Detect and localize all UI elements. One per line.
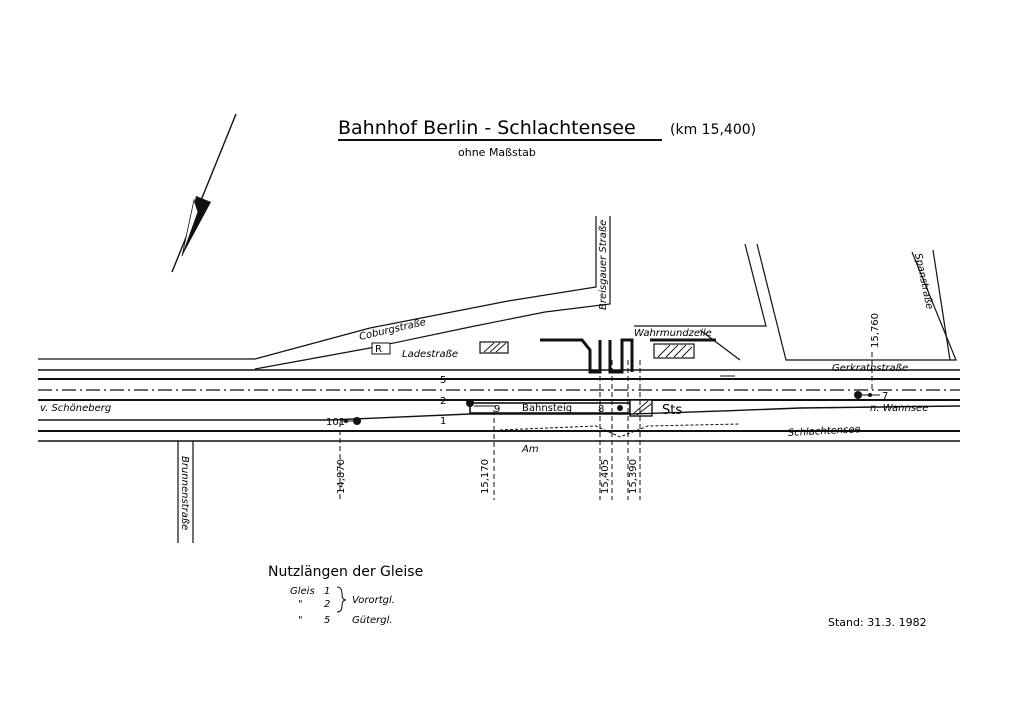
am-schlachtensee-street: Am Schlachtensee xyxy=(499,423,861,455)
gerkrathstrasse-label: Gerkrathstraße xyxy=(832,363,908,374)
breisgauer-strasse-label: Breisgauer Straße xyxy=(598,220,609,310)
km-marks: 14,870 15,170 15,405 15,390 15,760 xyxy=(336,313,881,500)
wahrmundzeile-label: Wahrmundzeile xyxy=(634,328,712,339)
legend-ditto-1: " xyxy=(298,599,303,610)
brunnenstrasse-label: Brunnenstraße xyxy=(179,456,190,530)
signal-7: 7 xyxy=(854,391,888,402)
signal-box-label: Sts xyxy=(662,403,682,418)
signal-8: 8 xyxy=(598,404,623,415)
track-1-number: 1 xyxy=(440,416,446,427)
track-1: 1 xyxy=(38,405,961,442)
direction-from-label: v. Schöneberg xyxy=(40,403,111,414)
platform-label: Bahnsteig xyxy=(522,403,572,414)
legend-vorortgl: Vorortgl. xyxy=(352,595,395,606)
north-arrow-icon xyxy=(171,113,237,273)
track-5-number: 5 xyxy=(440,375,446,386)
date-stamp: Stand: 31.3. 1982 xyxy=(828,616,927,629)
legend-heading: Nutzlängen der Gleise xyxy=(268,564,423,580)
km-mark-14870: 14,870 xyxy=(336,459,347,494)
track-2: 2 v. Schöneberg n. Wannsee xyxy=(38,396,960,414)
coburgstrasse-street: Coburgstraße Breisgauer Straße xyxy=(38,216,611,370)
am-label: Am xyxy=(521,444,539,455)
coburgstrasse-label: Coburgstraße xyxy=(358,317,427,343)
signal-9-label: 9 xyxy=(494,404,500,415)
page-title: Bahnhof Berlin - Schlachtensee xyxy=(338,117,636,139)
legend-track-2: 2 xyxy=(324,599,330,610)
signal-9: 9 xyxy=(466,399,500,415)
legend-ditto-2: " xyxy=(298,615,303,626)
ladestrasse-label: Ladestraße xyxy=(402,349,458,360)
km-position: (km 15,400) xyxy=(670,122,756,138)
km-mark-15390: 15,390 xyxy=(628,459,639,494)
track-length-legend: Nutzlängen der Gleise Gleis 1 " 2 Vorort… xyxy=(268,564,423,626)
signal-8-label: 8 xyxy=(598,404,604,415)
brunnenstrasse-street: Brunnenstraße xyxy=(177,441,194,543)
goods-shed-building xyxy=(479,341,509,354)
km-mark-15760: 15,760 xyxy=(870,313,881,348)
right-street-label: Spanstraße xyxy=(912,252,935,310)
km-mark-15405: 15,405 xyxy=(600,459,611,494)
ladestrasse-area: R Ladestraße xyxy=(371,338,716,374)
signal-101-label: 101 xyxy=(326,417,345,428)
km-mark-15170: 15,170 xyxy=(480,459,491,494)
track-5: 5 xyxy=(38,369,960,386)
building-r-label: R xyxy=(375,344,382,355)
direction-to-label: n. Wannsee xyxy=(870,403,928,414)
legend-track-1: 1 xyxy=(324,586,330,597)
legend-brace xyxy=(336,586,347,613)
platform: Bahnsteig Sts xyxy=(469,399,682,418)
legend-track-5: 5 xyxy=(324,615,330,626)
signal-7-label: 7 xyxy=(882,391,888,402)
track-2-number: 2 xyxy=(440,396,446,407)
schlachtensee-label: Schlachtensee xyxy=(788,424,861,439)
scale-note: ohne Maßstab xyxy=(458,146,536,159)
legend-gutergl: Gütergl. xyxy=(352,615,393,626)
signal-101: 101 xyxy=(326,417,361,428)
legend-gleis-label: Gleis xyxy=(290,586,315,597)
